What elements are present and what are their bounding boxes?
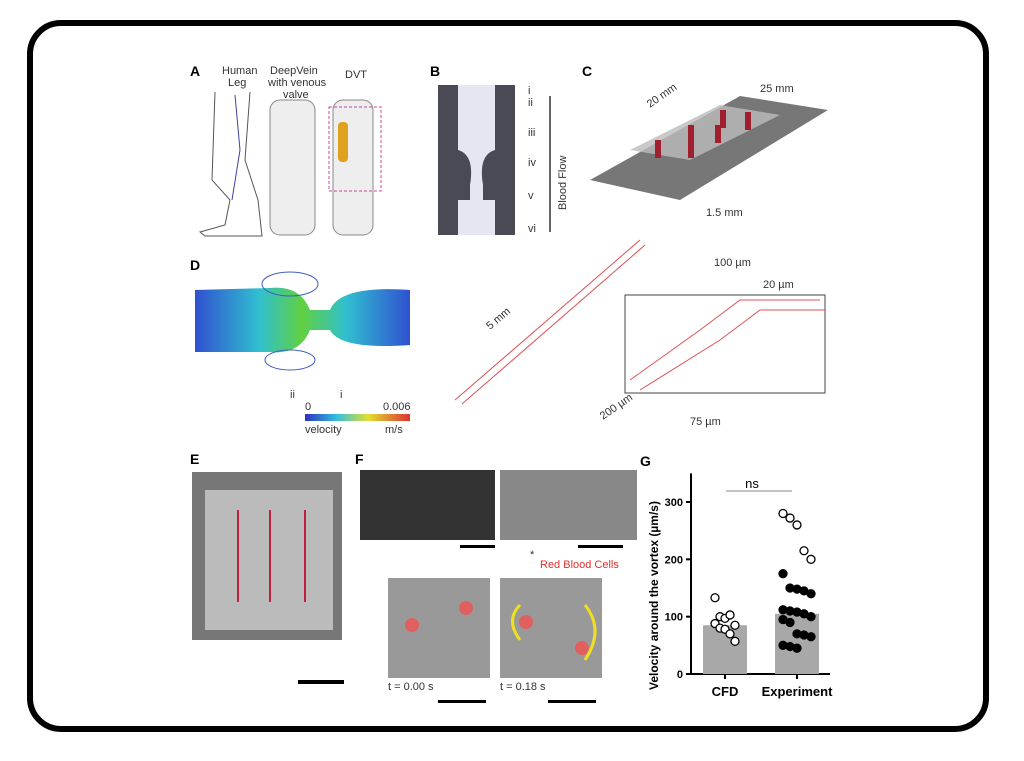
- rbc-marker: [405, 618, 419, 632]
- velocity-colorbar: [305, 414, 410, 421]
- panel-a-label: A: [190, 63, 200, 79]
- svg-text:v: v: [528, 190, 534, 202]
- scale-max: 0.006: [383, 401, 411, 413]
- data-point: [792, 643, 802, 653]
- rbc-micrograph: [500, 470, 637, 540]
- y-tick-label: 100: [665, 612, 683, 624]
- data-point: [785, 617, 795, 628]
- y-tick-label: 200: [665, 554, 683, 566]
- data-point: [778, 569, 788, 579]
- chip-ports: [655, 110, 751, 158]
- vortex-bottom: [264, 349, 316, 371]
- y-axis-label: Velocity around the vortex (µm/s): [647, 501, 661, 690]
- data-point: [725, 610, 735, 620]
- y-tick-label: 0: [677, 669, 683, 681]
- valve-leaflets: [458, 150, 495, 200]
- thrombus: [338, 122, 348, 162]
- significance-star: *: [530, 549, 535, 561]
- velocity-field: [195, 287, 410, 353]
- dvt-illustration: [332, 99, 374, 236]
- scale-bar-e: [298, 680, 344, 684]
- photo-channels: [237, 510, 306, 602]
- scale-bar-f4: [548, 700, 596, 703]
- leg-drawing: [198, 91, 263, 237]
- svg-text:iv: iv: [528, 157, 536, 169]
- time-t0: t = 0.00 s: [388, 681, 434, 693]
- vein-label-2: with venous: [267, 77, 327, 89]
- valve-wall-left: [438, 85, 458, 235]
- dim-100um: 100 µm: [714, 257, 751, 269]
- scale-label: velocity: [305, 424, 342, 436]
- data-point: [785, 513, 795, 523]
- x-tick-label: CFD: [712, 684, 739, 699]
- rbc-marker: [519, 615, 533, 629]
- panel-e-label: E: [190, 451, 199, 467]
- data-point: [725, 629, 735, 639]
- time-t1: t = 0.18 s: [500, 681, 546, 693]
- flow-arrow-yellow: [511, 603, 522, 641]
- scale-min: 0: [305, 401, 311, 413]
- data-point: [806, 589, 816, 599]
- frame-t0: [388, 578, 490, 678]
- velocity-chart: G Velocity around the vortex (µm/s) ns 0…: [640, 453, 833, 699]
- data-point: [710, 593, 720, 603]
- dim-200um: 200 µm: [598, 391, 635, 422]
- svg-text:ii: ii: [528, 97, 533, 109]
- chip-block: [630, 105, 780, 160]
- scale-unit: m/s: [385, 424, 403, 436]
- y-tick-label: 300: [665, 497, 683, 509]
- x-tick-label: Experiment: [762, 684, 833, 699]
- dim-20um: 20 µm: [763, 279, 794, 291]
- leg-veins: [231, 94, 241, 201]
- dvt-label: DVT: [345, 69, 367, 81]
- data-point: [799, 546, 809, 556]
- channel-lines: [454, 239, 646, 405]
- vein-label-3: valve: [283, 89, 309, 101]
- vein-illustration: [269, 99, 316, 236]
- dim-1-5mm: 1.5 mm: [706, 207, 743, 219]
- detail-channel: [629, 299, 825, 391]
- rbc-marker: [575, 641, 589, 655]
- leg-label-1: Human: [222, 65, 257, 77]
- panel-f-label: F: [355, 451, 364, 467]
- ns-annotation: ns: [745, 476, 759, 491]
- frame-t1: [500, 578, 602, 678]
- panel-c-label: C: [582, 63, 592, 79]
- blood-flow-label: Blood Flow: [557, 156, 569, 210]
- data-point: [806, 612, 816, 622]
- vortex-top: [261, 271, 319, 297]
- flow-arrow-yellow: [583, 604, 597, 661]
- rbc-label: Red Blood Cells: [540, 559, 619, 571]
- valve-micrograph: [360, 470, 495, 540]
- scale-bar-f2: [578, 545, 623, 548]
- svg-text:vi: vi: [528, 223, 536, 235]
- dim-20mm: 20 mm: [645, 81, 679, 110]
- vein-label-1: DeepVein: [270, 65, 318, 77]
- data-point: [778, 508, 788, 519]
- dim-25mm: 25 mm: [760, 83, 794, 95]
- vortex-marker-i: i: [340, 389, 342, 401]
- figure-frame: [27, 20, 989, 732]
- data-point: [806, 554, 816, 564]
- dvt-highlight-box: [328, 106, 382, 192]
- panel-d-label: D: [190, 257, 200, 273]
- dim-75um: 75 µm: [690, 416, 721, 428]
- len-5mm: 5 mm: [484, 305, 513, 332]
- valve-wall-right: [495, 85, 515, 235]
- svg-text:iii: iii: [528, 127, 535, 139]
- svg-text:i: i: [528, 85, 530, 97]
- data-point: [730, 620, 740, 630]
- scale-bar-f3: [438, 700, 486, 703]
- data-point: [792, 520, 802, 530]
- panel-b-label: B: [430, 63, 440, 79]
- data-point: [806, 632, 816, 642]
- scale-bar-f1: [460, 545, 495, 548]
- panel-g-label: G: [640, 453, 651, 469]
- rbc-marker: [459, 601, 473, 615]
- data-point: [730, 636, 740, 646]
- leg-label-2: Leg: [228, 77, 246, 89]
- vortex-marker-ii: ii: [290, 389, 295, 401]
- valve-markers: iii iii iv v vi: [528, 85, 536, 235]
